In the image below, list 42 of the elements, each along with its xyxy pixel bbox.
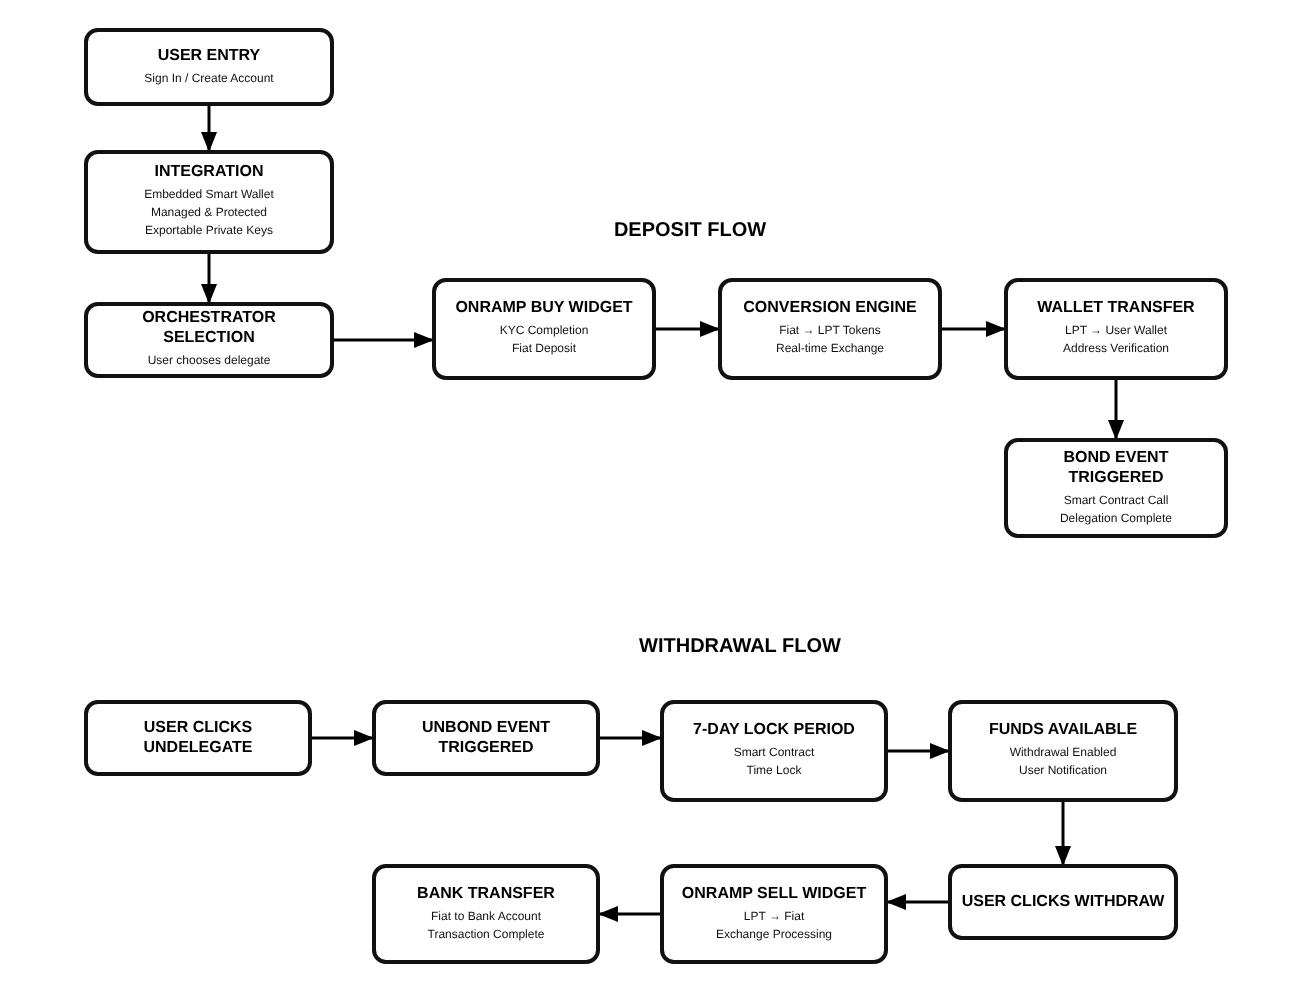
arrow [1055, 802, 1071, 866]
arrow [1108, 380, 1124, 440]
step-title: 7-DAY LOCK PERIOD [693, 720, 855, 740]
process-box [660, 700, 888, 802]
process-box [1004, 438, 1228, 538]
section-title: WITHDRAWAL FLOW [639, 636, 841, 658]
step-title: BANK TRANSFER [417, 883, 555, 903]
step-title: BOND EVENT TRIGGERED [1061, 447, 1171, 487]
process-box [948, 700, 1178, 802]
process-box [432, 278, 656, 380]
process-box [948, 864, 1178, 940]
arrow [600, 730, 662, 746]
arrow [312, 730, 374, 746]
arrow [942, 321, 1006, 337]
arrow [201, 254, 217, 304]
arrow [656, 321, 720, 337]
process-box [372, 700, 600, 776]
process-box [372, 864, 600, 964]
arrow [598, 906, 660, 922]
arrow [888, 743, 950, 759]
arrow [201, 106, 217, 152]
process-box [84, 700, 312, 776]
process-box [84, 302, 334, 378]
step-title: CONVERSION ENGINE [743, 298, 917, 318]
step-title: USER CLICKS WITHDRAW [961, 892, 1165, 912]
step-title: ONRAMP SELL WIDGET [681, 883, 867, 903]
process-box [660, 864, 888, 964]
process-box [1004, 278, 1228, 380]
step-title: INTEGRATION [154, 162, 264, 182]
section-title: DEPOSIT FLOW [613, 220, 767, 242]
step-title: USER CLICKS UNDELEGATE [141, 718, 255, 758]
arrow [334, 332, 434, 348]
step-title: WALLET TRANSFER [1037, 298, 1195, 318]
process-box [718, 278, 942, 380]
step-title: USER ENTRY [157, 45, 261, 65]
step-title: UNBOND EVENT TRIGGERED [419, 718, 552, 758]
step-title: ONRAMP BUY WIDGET [455, 298, 633, 318]
process-box [84, 150, 334, 254]
process-box [84, 28, 334, 106]
arrow [886, 894, 948, 910]
step-title: ORCHESTRATOR SELECTION [140, 308, 278, 348]
step-title: FUNDS AVAILABLE [988, 720, 1138, 740]
